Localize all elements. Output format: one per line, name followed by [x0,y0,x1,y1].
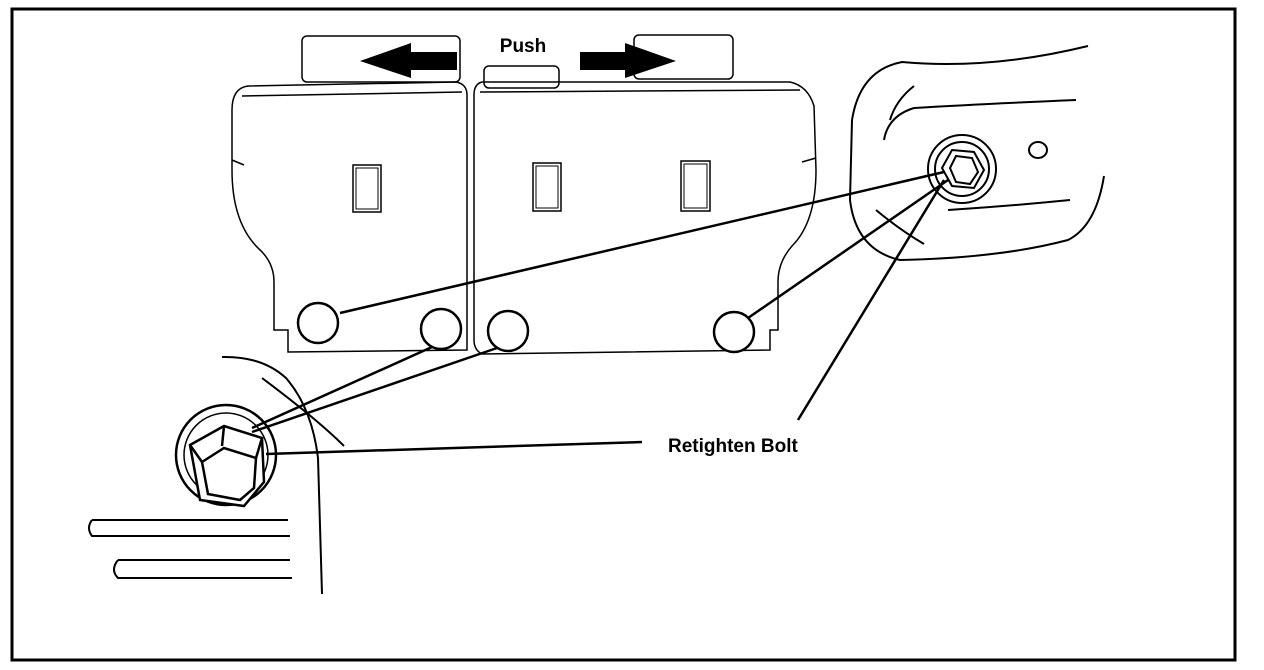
hole-1 [296,301,340,345]
leader-hole4-to-right-bolt [747,178,949,320]
right-push-arrow-icon [580,43,676,78]
leader-lines [251,170,949,456]
leader-label-to-left-bolt [265,440,643,456]
left-seat-panel [231,81,468,353]
leader-label-to-right-bolt [796,179,946,421]
left-push-arrow-icon [360,43,457,78]
push-tabs [301,34,734,89]
push-label: Push [500,36,546,57]
retighten-bolt-label: Retighten Bolt [668,436,798,457]
leader-hole1-to-right-bolt [339,170,945,315]
diagram-frame [10,7,1237,662]
hole-2 [419,307,463,351]
right-bolt-icon [927,134,997,204]
hole-3 [486,309,530,353]
left-bracket [88,355,345,595]
right-seat-panel [473,81,817,355]
left-bolt-icon [174,403,278,508]
center-tab [483,65,560,89]
left-tab [301,35,461,83]
hole-4 [712,310,756,354]
mounting-holes [296,301,756,354]
leader-hole2-to-left-bolt [251,345,433,430]
leader-hole3-to-left-bolt [251,346,498,434]
right-bracket [848,45,1105,262]
